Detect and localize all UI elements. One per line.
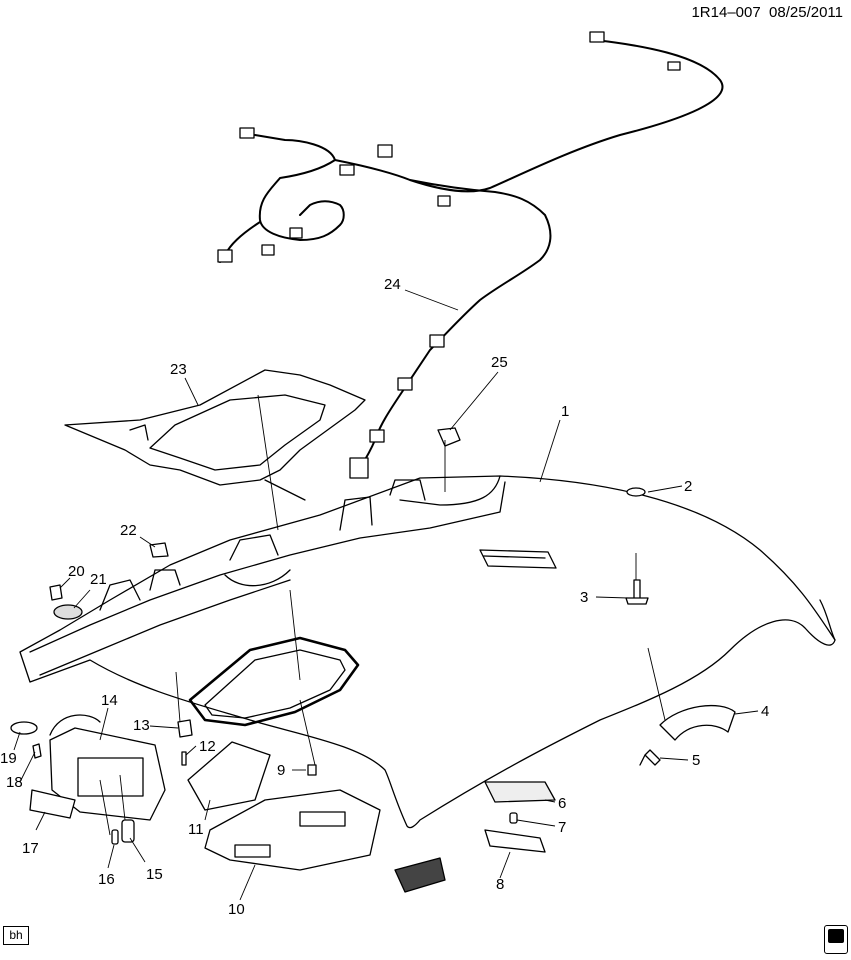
diagram-header: 1R14–007 08/25/2011 [691,4,843,21]
visor-pin-16 [111,829,119,845]
callout-25: 25 [491,354,508,371]
callout-18: 18 [6,774,23,791]
callout-8: 8 [496,876,504,893]
screw-18 [32,743,42,759]
clip-25 [437,427,461,447]
callout-10: 10 [228,901,245,918]
logo-mark [828,929,844,943]
footer-tag: bh [3,926,29,945]
bolt-5 [639,749,661,766]
headliner-panel [19,475,836,829]
retainer-3 [625,579,649,605]
callout-14: 14 [101,692,118,709]
sunroof-opening [188,636,360,727]
diagram-date: 08/25/2011 [769,4,843,21]
console-cover [187,741,271,811]
callout-11: 11 [188,821,204,838]
escutcheon-19 [10,721,38,735]
callout-4: 4 [761,703,769,720]
callout-19: 19 [0,750,17,767]
callout-12: 12 [199,738,216,755]
callout-24: 24 [384,276,401,293]
callout-1: 1 [561,403,569,420]
callout-9: 9 [277,762,285,779]
dome-lamp [484,781,556,803]
assist-handle [659,704,736,741]
bracket-13 [177,719,193,738]
nut-20 [49,584,63,601]
dome-lens [484,829,546,853]
callout-21: 21 [90,571,107,588]
grommet-21 [53,604,83,620]
sunroof-frame-panel [64,369,366,486]
bulb-7 [509,812,518,824]
callout-6: 6 [558,795,566,812]
callout-3: 3 [580,589,588,606]
front-garnish [29,481,506,653]
wiring-harness [258,39,724,469]
callout-22: 22 [120,522,137,539]
front-arrow-icon [394,857,446,893]
diagram-code: 1R14–007 [691,4,761,21]
screw-12 [181,751,187,766]
callout-20: 20 [68,563,85,580]
callout-5: 5 [692,752,700,769]
callout-23: 23 [170,361,187,378]
gm-spo-logo [824,925,848,954]
callout-2: 2 [684,478,692,495]
label-17 [29,789,76,819]
callout-15: 15 [146,866,163,883]
callout-7: 7 [558,819,566,836]
callout-16: 16 [98,871,115,888]
callout-13: 13 [133,717,150,734]
clip-2 [626,487,646,497]
visor-clip-15 [121,819,135,843]
screw-9 [307,764,317,776]
callout-17: 17 [22,840,39,857]
